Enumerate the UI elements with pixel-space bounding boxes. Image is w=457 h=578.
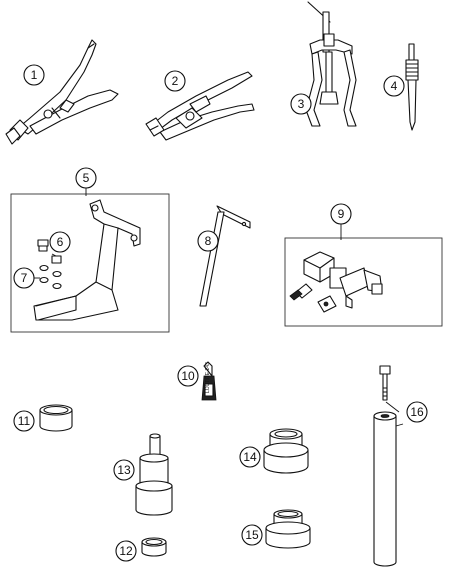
tool-10-loctite-bottle: LOCTITE 243 xyxy=(201,361,217,401)
tool-4-slide-hammer xyxy=(405,43,419,131)
callout-13: 13 xyxy=(113,459,135,481)
tool-8-holding-bracket xyxy=(199,205,251,307)
callout-14-label: 14 xyxy=(243,450,257,464)
callout-12-label: 12 xyxy=(119,544,133,558)
leader-lines xyxy=(34,188,404,427)
callout-3-label: 3 xyxy=(298,97,305,111)
callout-11-label: 11 xyxy=(18,414,31,428)
callout-14: 14 xyxy=(239,446,261,468)
callout-4: 4 xyxy=(383,75,405,97)
callout-11: 11 xyxy=(13,410,35,432)
callout-13-label: 13 xyxy=(117,463,131,477)
tool-13-stepped-drift xyxy=(135,433,173,516)
tool-11-sleeve-ring xyxy=(39,404,73,432)
loctite-label: LOCTITE 243 xyxy=(205,362,211,393)
callout-15: 15 xyxy=(241,524,263,546)
tool-6-spacer xyxy=(37,239,62,264)
callout-5-label: 5 xyxy=(83,171,90,185)
callout-16: 16 xyxy=(406,401,428,423)
tool-9-frame xyxy=(284,237,443,327)
tool-5-frame xyxy=(10,193,170,333)
callout-4-label: 4 xyxy=(391,79,398,93)
tool-2-clamp-pliers xyxy=(145,71,255,141)
callout-10: 10 xyxy=(177,365,199,387)
tool-12-small-cup xyxy=(141,537,167,557)
callout-7: 7 xyxy=(13,267,35,289)
tool-3-bearing-puller xyxy=(305,1,357,127)
callout-9-label: 9 xyxy=(338,207,345,221)
callout-3: 3 xyxy=(290,93,312,115)
tool-9-chain-tool xyxy=(289,251,383,313)
callout-5: 5 xyxy=(75,167,97,189)
callout-7-label: 7 xyxy=(21,271,28,285)
callout-15-label: 15 xyxy=(245,528,259,542)
tool-14-press-sleeve xyxy=(263,428,309,474)
callout-1-label: 1 xyxy=(31,68,38,82)
callout-8-label: 8 xyxy=(205,234,212,248)
callout-6: 6 xyxy=(49,231,71,253)
callout-1: 1 xyxy=(23,64,45,86)
callout-12: 12 xyxy=(115,540,137,562)
tool-7-nuts xyxy=(39,264,62,290)
callout-8: 8 xyxy=(197,230,219,252)
callout-10-label: 10 xyxy=(181,369,195,383)
callout-9: 9 xyxy=(330,203,352,225)
tool-15-press-sleeve xyxy=(265,509,311,549)
callout-16-label: 16 xyxy=(410,405,424,419)
tool-16-bolt-and-tube xyxy=(373,365,397,567)
tool-5-engine-holder xyxy=(33,199,141,321)
callout-2: 2 xyxy=(164,70,186,92)
callout-2-label: 2 xyxy=(172,74,179,88)
tool-1-hose-clamp-pliers xyxy=(5,39,119,145)
callout-6-label: 6 xyxy=(57,235,64,249)
